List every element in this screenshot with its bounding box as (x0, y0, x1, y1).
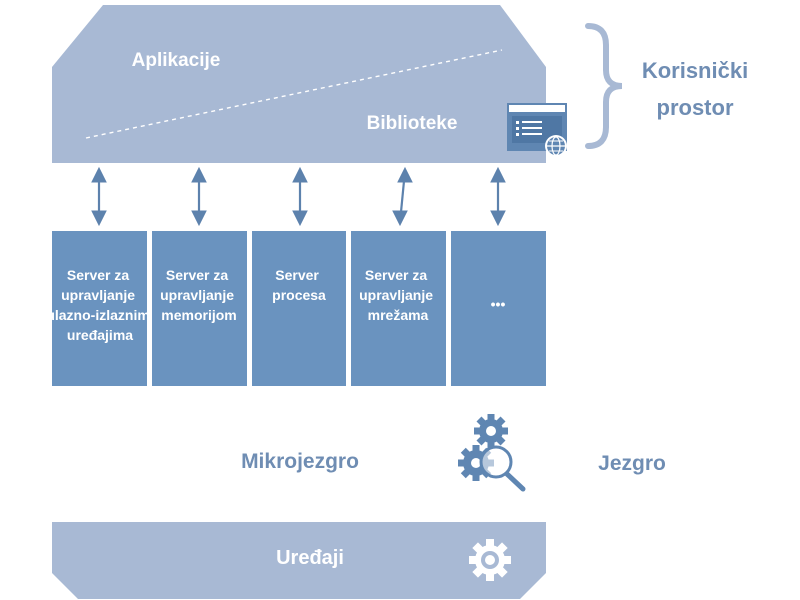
server-io-line4: uređajima (67, 327, 133, 343)
user-space-divider-line (85, 49, 503, 139)
double-arrow-2 (191, 166, 207, 227)
server-io-line3: ulazno-izlaznim (46, 307, 149, 323)
server-process-line1: Server (275, 267, 319, 283)
server-boxes (52, 231, 546, 386)
user-space-title-line2: prostor (657, 95, 734, 120)
double-arrow-3 (292, 166, 308, 227)
server-network-label: Server za upravljanje mrežama (359, 267, 437, 323)
applications-label: Aplikacije (132, 50, 221, 71)
server-network-line2: upravljanje (359, 287, 433, 303)
libraries-label: Biblioteke (367, 113, 458, 134)
microkernel-label: Mikrojezgro (241, 450, 359, 473)
user-space-title-line1: Korisnički (642, 58, 748, 83)
double-arrow-1 (91, 166, 107, 227)
double-arrow-5 (490, 166, 506, 227)
kernel-label: Jezgro (598, 452, 666, 475)
device-gear-icon (469, 539, 511, 581)
server-box-more (451, 231, 546, 386)
gears-magnifier-icon (458, 414, 526, 492)
server-memory-line3: memorijom (161, 307, 236, 323)
globe-icon (545, 135, 567, 157)
server-io-line1: Server za (67, 267, 129, 283)
server-more-label: ••• (491, 296, 506, 312)
server-box-memory (152, 231, 247, 386)
server-box-network (351, 231, 446, 386)
server-labels: Server za upravljanje ulazno-izlaznim ur… (46, 267, 505, 343)
server-network-line3: mrežama (368, 307, 429, 323)
communication-arrows (91, 166, 506, 227)
user-space-block (52, 5, 546, 163)
server-io-label: Server za upravljanje ulazno-izlaznim ur… (46, 267, 153, 343)
server-process-line2: procesa (272, 287, 326, 303)
server-memory-label: Server za upravljanje memorijom (160, 267, 238, 323)
server-box-process (252, 231, 346, 386)
user-space-brace (585, 23, 623, 149)
server-box-io (52, 231, 147, 386)
devices-block (52, 522, 546, 599)
devices-label: Uređaji (276, 547, 344, 569)
server-process-label: Server procesa (272, 267, 326, 303)
server-network-line1: Server za (365, 267, 427, 283)
server-memory-line1: Server za (166, 267, 228, 283)
server-memory-line2: upravljanje (160, 287, 234, 303)
server-io-line2: upravljanje (61, 287, 135, 303)
double-arrow-4 (392, 166, 413, 227)
